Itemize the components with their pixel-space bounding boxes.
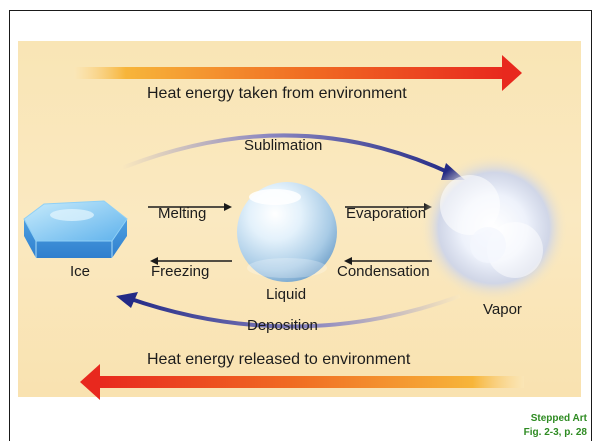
vapor-label: Vapor: [483, 301, 522, 318]
deposition-arrow: [116, 292, 461, 329]
sublimation-label: Sublimation: [244, 137, 323, 154]
freezing-arrow: [150, 257, 232, 265]
stepped-art-caption: Stepped Art: [530, 413, 587, 424]
deposition-label: Deposition: [247, 317, 318, 334]
heat-taken-label: Heat energy taken from environment: [147, 85, 407, 102]
melting-arrow: [148, 203, 232, 211]
heat-released-arrow: [80, 364, 524, 400]
figure-reference: Fig. 2-3, p. 28: [523, 427, 587, 438]
condensation-label: Condensation: [337, 263, 430, 280]
condensation-arrow: [344, 257, 432, 265]
freezing-label: Freezing: [151, 263, 210, 280]
liquid-label: Liquid: [266, 286, 307, 303]
ice-label: Ice: [70, 263, 91, 280]
ice-illustration: [23, 200, 128, 258]
heat-released-label: Heat energy released to environment: [147, 351, 411, 368]
melting-label: Melting: [158, 205, 207, 222]
evaporation-label: Evaporation: [346, 205, 427, 222]
heat-taken-arrow: [74, 55, 522, 91]
liquid-droplet-illustration: [237, 182, 337, 282]
vapor-cloud-illustration: [420, 154, 568, 302]
